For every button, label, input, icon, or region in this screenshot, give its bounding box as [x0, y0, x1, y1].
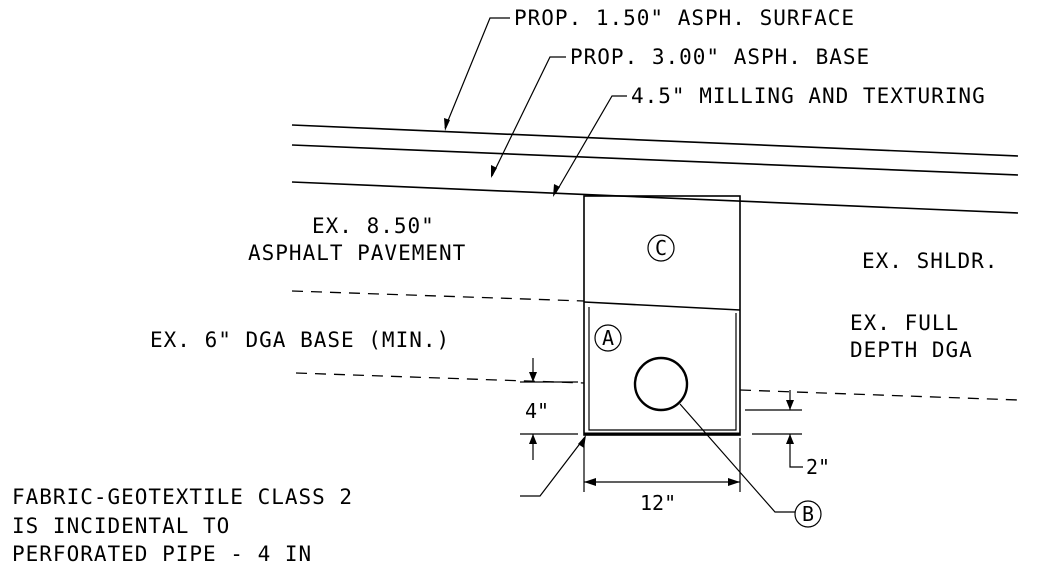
- marker-a-label: A: [602, 326, 614, 350]
- pipe-leader: [679, 403, 795, 513]
- milling-callout: 4.5" MILLING AND TEXTURING: [631, 84, 986, 108]
- base-layer-line: [291, 144, 1019, 176]
- right-depth-dimension: 2": [806, 455, 830, 479]
- milling-leader-arrow: [553, 184, 560, 197]
- ex-full-depth-label-2: DEPTH DGA: [850, 338, 973, 362]
- base-leader-arrow: [491, 165, 497, 178]
- right-dim-arrow-top: [786, 400, 794, 410]
- base-leader: [491, 56, 566, 177]
- pavement-bottom-dash-left: [291, 290, 585, 302]
- ex-full-depth-label-1: EX. FULL: [850, 311, 959, 335]
- ex-pavement-label-1: EX. 8.50": [312, 214, 435, 238]
- width-dimension: 12": [640, 491, 676, 515]
- base-callout: PROP. 3.00" ASPH. BASE: [570, 45, 870, 69]
- right-dim-arrow-bottom: [786, 434, 794, 444]
- note-line-3: PERFORATED PIPE - 4 IN: [12, 542, 312, 566]
- geotextile-leader: [520, 436, 586, 497]
- perforated-pipe: [633, 356, 689, 412]
- note-line-1: FABRIC-GEOTEXTILE CLASS 2: [12, 485, 353, 509]
- shoulder-bottom-dash-right: [739, 389, 1019, 401]
- milled-surface-line: [291, 181, 1019, 214]
- marker-c-label: C: [655, 236, 667, 260]
- geotextile-wrap: [588, 307, 737, 431]
- surface-leader-arrow: [444, 118, 450, 131]
- left-depth-dimension: 4": [525, 399, 549, 423]
- surface-layer-line: [291, 124, 1019, 157]
- surface-callout: PROP. 1.50" ASPH. SURFACE: [514, 6, 855, 30]
- ex-pavement-label-2: ASPHALT PAVEMENT: [248, 241, 466, 265]
- width-dim-arrow-left: [584, 478, 596, 486]
- trench-outline: [583, 195, 741, 436]
- ex-shoulder-label: EX. SHLDR.: [862, 249, 998, 273]
- marker-b-label: B: [802, 502, 814, 526]
- note-line-2: IS INCIDENTAL TO: [12, 514, 230, 538]
- geotextile-leader-arrow: [578, 435, 586, 448]
- marker-c-circle: [647, 234, 675, 262]
- marker-b-circle: [794, 500, 822, 528]
- ex-dga-base-label: EX. 6" DGA BASE (MIN.): [150, 328, 450, 352]
- left-dim-arrow-bottom: [529, 434, 537, 444]
- right-dim-lower: [789, 434, 803, 468]
- marker-a-circle: [594, 324, 622, 352]
- width-dim-arrow-right: [728, 478, 740, 486]
- surface-leader: [444, 17, 510, 129]
- left-dim-arrow-top: [529, 372, 537, 382]
- trench-divider: [583, 301, 741, 311]
- dga-bottom-dash-left: [295, 372, 585, 384]
- milling-leader: [554, 95, 627, 195]
